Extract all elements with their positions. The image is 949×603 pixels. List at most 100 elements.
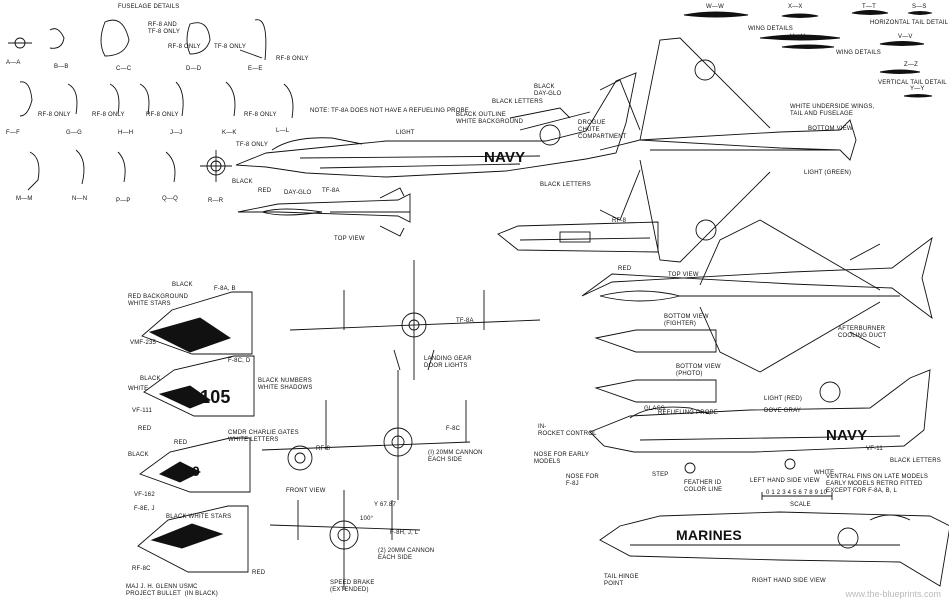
bottom-view-label: BOTTOM VIEW: [808, 126, 853, 132]
refueling-probe-label: REFUELING PROBE: [658, 410, 719, 416]
tf8a-front-label: TF-8A: [456, 318, 474, 324]
black-letters-label-3: BLACK LETTERS: [890, 458, 941, 464]
nose-early-label: NOSE FOR EARLY MODELS: [534, 452, 590, 465]
black-letters-label-2: BLACK LETTERS: [540, 182, 591, 188]
section-aa: A—A: [6, 60, 21, 66]
glass-label: GLASS: [644, 406, 666, 412]
cmdr-gates-label: CMDR CHARLIE GATES WHITE LETTERS: [228, 430, 299, 443]
nose-vf111: [143, 355, 255, 417]
section-nn: N—N: [72, 196, 88, 202]
tf8a-label: TF-8A: [322, 188, 340, 194]
black-dayglo-label: BLACK DAY-GLO: [534, 84, 562, 97]
fuselage-details-label: FUSELAGE DETAILS: [118, 4, 180, 10]
airfoil-ss: S—S: [912, 4, 927, 10]
red-background-label: RED BACKGROUND WHITE STARS: [128, 294, 189, 307]
step-label: STEP: [652, 472, 669, 478]
rf8-and-tf8-note: RF-8 AND TF-8 ONLY: [148, 22, 181, 35]
nose-vf162: [139, 437, 251, 493]
rf8c-label: RF-8C: [132, 566, 151, 572]
ventral-fins-label: VENTRAL FINS ON LATE MODELS EARLY MODELS…: [826, 474, 929, 494]
rf8-only-note-1: RF-8 ONLY: [168, 44, 201, 50]
black-numbers-label: BLACK NUMBERS WHITE SHADOWS: [258, 378, 313, 391]
black-white-stars-label: BLACK WHITE STARS: [166, 514, 232, 520]
top-view-label-1: TOP VIEW: [334, 236, 365, 242]
cannon-label-2: (2) 20MM CANNON EACH SIDE: [378, 548, 435, 561]
airfoil-details: [683, 10, 933, 98]
section-gg: G—G: [66, 130, 82, 136]
angle-label-a: Y 67.87: [374, 502, 396, 508]
light-green-label: LIGHT (GREEN): [804, 170, 852, 176]
fuselage-cross-sections: [8, 19, 294, 191]
tf8-only-note-1: TF-8 ONLY: [214, 44, 247, 50]
front-view-label: FRONT VIEW: [286, 488, 326, 494]
glenn-label: MAJ J. H. GLENN USMC PROJECT BULLET (IN …: [126, 584, 219, 597]
section-bb: B—B: [54, 64, 69, 70]
cannon-label-1: (I) 20MM CANNON EACH SIDE: [428, 450, 483, 463]
vertical-tail-detail: VERTICAL TAIL DETAIL: [878, 80, 947, 86]
left-side-label: LEFT HAND SIDE VIEW: [750, 478, 820, 484]
bottom-view-aircraft: [599, 37, 857, 263]
speed-brake-label: SPEED BRAKE (EXTENDED): [330, 580, 375, 593]
angle-label-b: 100°: [360, 516, 374, 522]
right-side-label: RIGHT HAND SIDE VIEW: [752, 578, 826, 584]
bottom-view-photo-label: BOTTOM VIEW (PHOTO): [676, 364, 721, 377]
airfoil-ww: W—W: [706, 4, 724, 10]
section-cc: C—C: [116, 66, 132, 72]
red-label-3: RED: [138, 426, 152, 432]
red-label-4: RED: [174, 440, 188, 446]
vmf235-label: VMF-235: [130, 340, 157, 346]
section-rr: R—R: [208, 198, 224, 204]
airfoil-xx: X—X: [788, 4, 803, 10]
nose-vmf235: [141, 291, 253, 355]
nose-rf8c: [137, 505, 249, 573]
f8c-front-label: F-8C: [446, 426, 461, 432]
marines-marking: MARINES: [676, 527, 742, 543]
watermark: www.the-blueprints.com: [845, 589, 941, 599]
red-label-1: RED: [258, 188, 272, 194]
airfoil-tt: T—T: [862, 4, 876, 10]
vf-code-marking: VF-11: [866, 446, 883, 452]
f8ab-label: F-8A, B: [214, 286, 236, 292]
vf111-label: VF-111: [132, 408, 152, 414]
airfoil-vv: V—V: [898, 34, 913, 40]
section-ll: L—L: [276, 128, 290, 134]
afterburner-label: AFTERBURNER COOLING DUCT: [838, 326, 887, 339]
section-kk: K—K: [222, 130, 237, 136]
black-label-1: BLACK: [232, 179, 253, 185]
rf8-nose-side: [497, 221, 659, 253]
white-underside-label: WHITE UNDERSIDE WINGS, TAIL AND FUSELAGE: [790, 104, 875, 117]
white-label-1: WHITE: [814, 470, 835, 476]
bottom-view-small: [594, 329, 717, 403]
black-outline-label: BLACK OUTLINE WHITE BACKGROUND: [456, 112, 524, 125]
scale-ticks: 0 1 2 3 4 5 6 7 8 9 10: [766, 490, 828, 496]
section-jj: J—J: [170, 130, 183, 136]
section-ee: E—E: [248, 66, 263, 72]
red-label-5: RED: [252, 570, 266, 576]
airfoil-zz: Z—Z: [904, 62, 918, 68]
light-label: LIGHT: [396, 130, 415, 136]
section-pp: P—P: [116, 198, 131, 204]
tail-hinge-label: TAIL HINGE POINT: [604, 574, 639, 587]
airfoil-yy: Y—Y: [910, 86, 925, 92]
f8cd-label: F-8C, D: [228, 358, 251, 364]
navy-marking-2: NAVY: [826, 427, 868, 444]
scale-label: SCALE: [790, 502, 811, 508]
tf8a-side-view: [235, 72, 637, 178]
f8h-label: F-8H, J, L: [390, 530, 419, 536]
rf8-only-note-3: RF-8 ONLY: [38, 112, 71, 118]
wing-details-2: WING DETAILS: [836, 50, 881, 56]
rf8-front-label: RF-8: [316, 446, 331, 452]
number-105-marking: 105: [200, 387, 231, 407]
rf8-only-note-4: RF-8 ONLY: [92, 112, 125, 118]
top-view-fighter: [581, 219, 933, 373]
tf8a-top-view: [237, 187, 411, 237]
front-view-f8h: [269, 490, 421, 590]
section-qq: Q—Q: [162, 196, 178, 202]
dayglo-label: DAY-GLO: [284, 190, 312, 196]
vf162-label: VF-162: [134, 492, 155, 498]
horizontal-tail-detail: HORIZONTAL TAIL DETAIL: [870, 20, 949, 26]
black-letters-label-1: BLACK LETTERS: [492, 99, 543, 105]
front-view-tf8a: [289, 260, 541, 380]
